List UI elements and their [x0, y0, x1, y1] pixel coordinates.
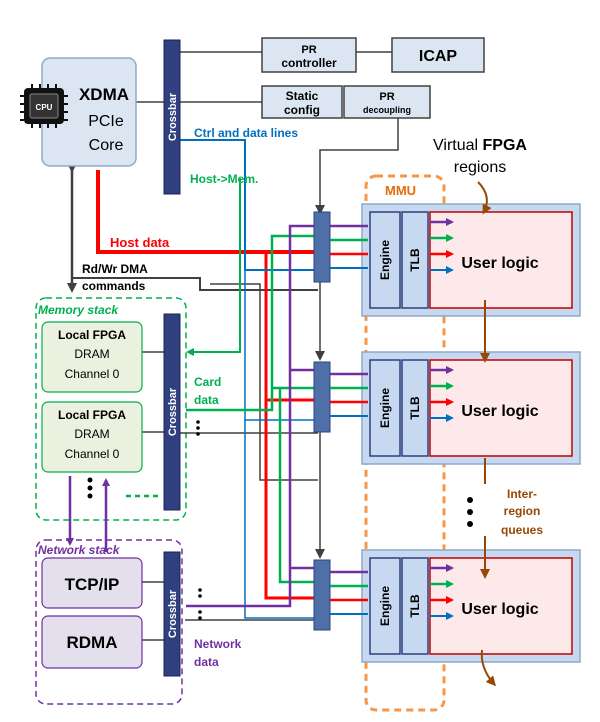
red-branch-3	[264, 398, 318, 600]
svg-text:DRAM: DRAM	[74, 347, 109, 361]
virtual-regions-label-1: Virtual FPGA	[433, 137, 527, 154]
svg-text:Local FPGA: Local FPGA	[58, 408, 126, 422]
svg-text:User logic: User logic	[461, 255, 538, 272]
network-stack-label: Network stack	[38, 543, 121, 557]
card-data-label-2: data	[194, 393, 219, 407]
svg-text:Channel 0: Channel 0	[65, 447, 120, 461]
engine-2[interactable]	[369, 359, 401, 457]
svg-text:DRAM: DRAM	[74, 427, 109, 441]
pr-decoupling-box[interactable]: PR decoupling	[343, 85, 431, 119]
ctrl-lines-label: Ctrl and data lines	[194, 126, 298, 140]
pr-decouple-line	[315, 118, 399, 215]
svg-text:PR: PR	[379, 91, 394, 103]
dram-box-2[interactable]: Local FPGA DRAM Channel 0	[41, 401, 143, 473]
crossbar-network[interactable]: Crossbar	[163, 551, 181, 677]
host-mem-green	[186, 178, 241, 356]
network-data-purple	[186, 224, 318, 608]
virtual-regions-label-2: regions	[454, 159, 506, 176]
svg-text:TLB: TLB	[408, 248, 422, 272]
vfpga-region-3[interactable]: Engine TLB User logic	[313, 549, 581, 663]
user-logic-3[interactable]	[429, 557, 573, 655]
cpu-icon: CPU	[20, 84, 68, 128]
mux-1	[313, 211, 331, 283]
svg-text:TLB: TLB	[408, 594, 422, 618]
svg-text:User logic: User logic	[461, 403, 538, 420]
static-config-box[interactable]: Static config	[261, 85, 343, 119]
tlb-1[interactable]	[401, 211, 429, 309]
svg-text:ICAP: ICAP	[419, 48, 458, 65]
memory-stack-label: Memory stack	[38, 303, 119, 317]
svg-text:User logic: User logic	[461, 601, 538, 618]
engine-1[interactable]	[369, 211, 401, 309]
svg-text:Crossbar: Crossbar	[167, 387, 179, 436]
network-data-label-1: Network	[194, 637, 242, 651]
tlb-3[interactable]	[401, 557, 429, 655]
user-logic-1[interactable]	[429, 211, 573, 309]
pr-controller-box[interactable]: PR controller	[261, 37, 357, 73]
svg-text:Engine: Engine	[378, 388, 392, 428]
memory-stack-group	[35, 297, 187, 521]
svg-text:TLB: TLB	[408, 396, 422, 420]
user-logic-2[interactable]	[429, 359, 573, 457]
xdma-title: XDMA	[79, 85, 129, 104]
svg-text:PR: PR	[301, 44, 316, 56]
red-branch-2	[264, 252, 318, 402]
dark-line-1	[210, 283, 318, 481]
network-stack-group	[35, 539, 183, 705]
svg-text:Crossbar: Crossbar	[167, 589, 179, 638]
exit-arrow	[480, 649, 496, 687]
blue-branch-2	[244, 270, 318, 421]
svg-text:Static: Static	[286, 89, 319, 103]
mux-2	[313, 361, 331, 433]
inter-region-label-2: region	[504, 504, 541, 518]
svg-text:Local FPGA: Local FPGA	[58, 328, 126, 342]
tlb-2[interactable]	[401, 359, 429, 457]
dram-box-1[interactable]: Local FPGA DRAM Channel 0	[41, 321, 143, 393]
svg-text:decoupling: decoupling	[363, 105, 411, 115]
svg-text:Crossbar: Crossbar	[167, 92, 179, 141]
svg-text:Engine: Engine	[378, 586, 392, 626]
rd-wr-label-1: Rd/Wr DMA	[82, 262, 148, 276]
ctrl-line-blue	[180, 139, 318, 271]
green-branch-3	[278, 388, 318, 584]
inter-region-label-3: queues	[501, 523, 543, 537]
network-data-label-2: data	[194, 655, 219, 669]
host-data-label: Host data	[110, 235, 170, 250]
ellipsis-dots	[87, 420, 473, 620]
tcp-ip-box[interactable]: TCP/IP	[41, 557, 143, 609]
vfpga-region-1[interactable]: Engine TLB User logic	[313, 203, 581, 317]
svg-text:Engine: Engine	[378, 240, 392, 280]
green-card-line	[186, 234, 318, 412]
xdma-core: Core	[89, 137, 124, 154]
icap-box[interactable]: ICAP	[391, 37, 485, 73]
rd-wr-line	[72, 277, 318, 291]
svg-text:CPU: CPU	[36, 103, 53, 112]
svg-text:config: config	[284, 103, 320, 117]
crossbar-top[interactable]: Crossbar	[163, 39, 181, 195]
host-mem-label: Host->Mem.	[190, 172, 258, 186]
engine-3[interactable]	[369, 557, 401, 655]
vfpga-region-2[interactable]: Engine TLB User logic	[313, 351, 581, 465]
xdma-pcie: PCIe	[88, 113, 124, 130]
rdma-box[interactable]: RDMA	[41, 615, 143, 669]
entry-arrow	[477, 181, 492, 215]
mux-3	[313, 559, 331, 631]
blue-branch-3	[244, 420, 318, 619]
card-data-label-1: Card	[194, 375, 221, 389]
inter-region-label-1: Inter-	[507, 487, 537, 501]
mmu-label: MMU	[385, 183, 416, 198]
svg-text:TCP/IP: TCP/IP	[65, 575, 120, 594]
svg-text:RDMA: RDMA	[67, 633, 118, 652]
svg-text:Channel 0: Channel 0	[65, 367, 120, 381]
rd-wr-label-2: commands	[82, 279, 146, 293]
crossbar-memory[interactable]: Crossbar	[163, 313, 181, 511]
svg-text:controller: controller	[281, 56, 337, 70]
region-arrows	[330, 218, 454, 620]
